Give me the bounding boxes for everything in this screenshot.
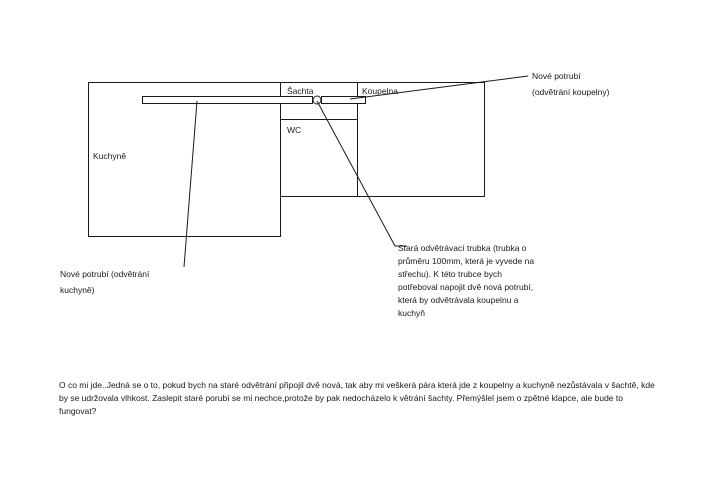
annotation-line: potřeboval napojit dvě nová potrubí,	[398, 282, 534, 292]
annotation-line: kuchyně)	[60, 285, 95, 295]
annotation-line: průměru 100mm, která je vyvede na	[398, 256, 535, 266]
annotation-line: (odvětrání koupelny)	[532, 87, 610, 97]
annotation-line: kuchyň	[398, 308, 425, 318]
annotation-line: která by odvětrávala koupelnu a	[398, 295, 519, 305]
old-vent-pipe-circle	[312, 95, 322, 105]
bathroom-room-outline	[357, 82, 485, 197]
annotation-line: Stará odvětrávací trubka (trubka o	[398, 243, 527, 253]
wc-label: WC	[287, 125, 302, 135]
kitchen-label: Kuchyně	[93, 151, 127, 161]
leader-line-bathroom-pipe	[349, 75, 529, 100]
leader-line-kitchen-pipe	[183, 100, 198, 268]
bathroom-label: Koupelna	[362, 86, 398, 96]
annotation-line: Nové potrubí	[532, 71, 581, 81]
annotation-new-pipe-bathroom: Nové potrubí (odvětrání koupelny)	[532, 70, 610, 99]
question-paragraph: O co mi jde..Jedná se o to, pokud bych n…	[59, 380, 655, 416]
annotation-line: Nové potrubí (odvětrání	[60, 269, 150, 279]
annotation-old-pipe: Stará odvětrávací trubka (trubka o průmě…	[398, 242, 534, 320]
annotation-new-pipe-kitchen: Nové potrubí (odvětrání kuchyně)	[60, 268, 149, 297]
shaft-label: Šachta	[287, 86, 314, 96]
leader-line-old-pipe	[316, 100, 407, 247]
annotation-line: střechu). K této trubce bych	[398, 269, 502, 279]
